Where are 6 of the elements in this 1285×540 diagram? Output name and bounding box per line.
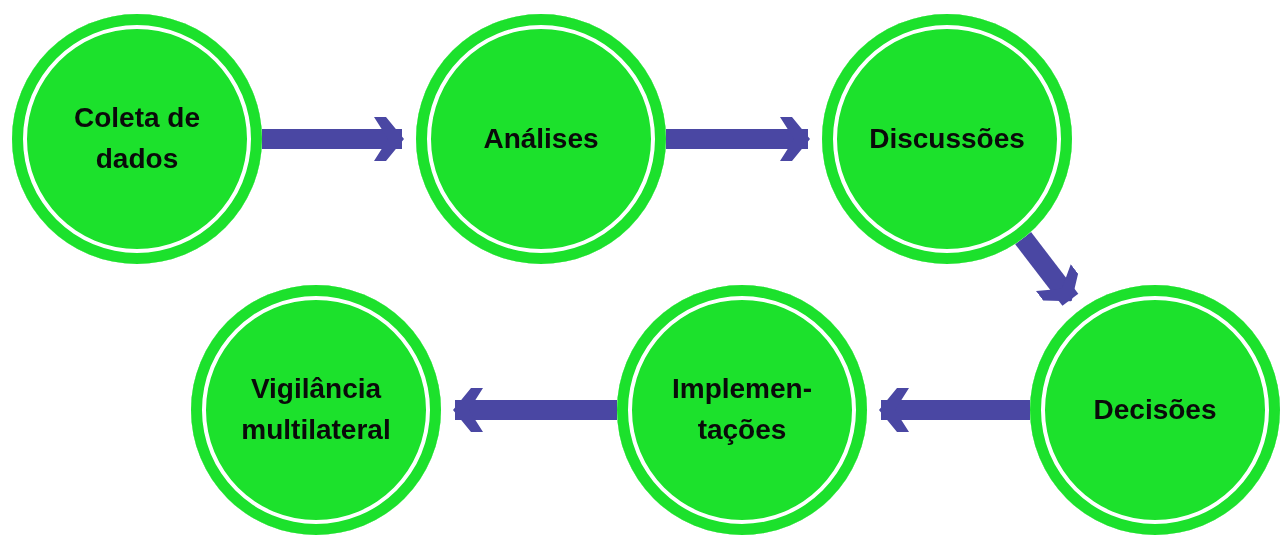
step-label: Vigilância multilateral	[240, 372, 392, 447]
step-label: Análises	[483, 121, 599, 156]
step-label: Implemen- tações	[671, 372, 813, 447]
step-label: Discussões	[869, 121, 1025, 156]
step-label: Decisões	[1093, 392, 1217, 427]
step-label: Coleta de dados	[73, 101, 201, 176]
